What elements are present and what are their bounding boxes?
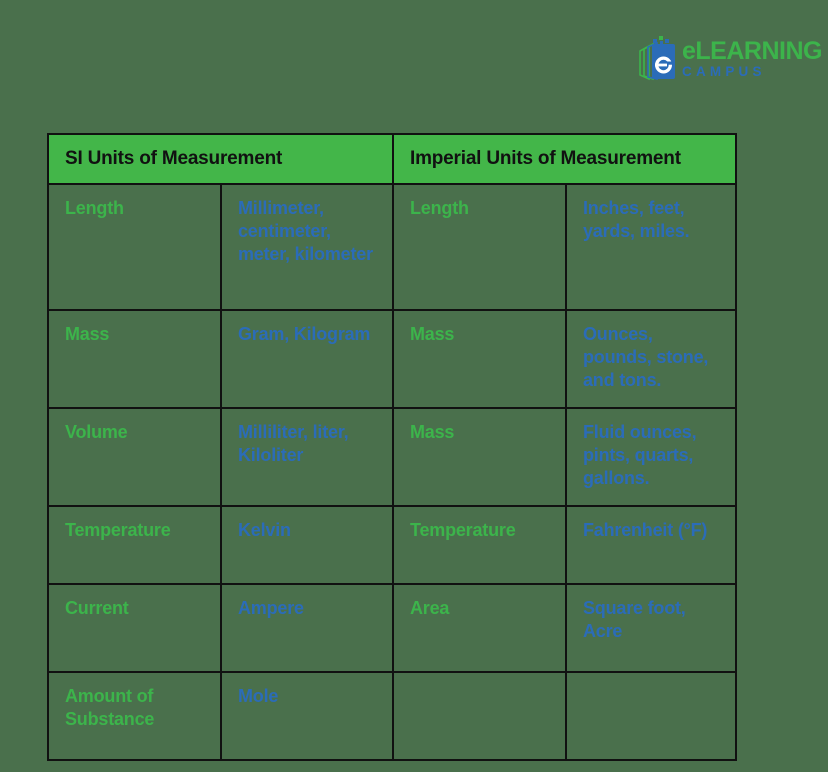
imperial-units-cell: Inches, feet, yards, miles. (564, 183, 738, 311)
imperial-quantity-cell: Area (392, 583, 567, 673)
imperial-quantity-cell: Mass (392, 407, 567, 507)
si-quantity-cell: Mass (47, 309, 222, 409)
imperial-units-cell: Fahrenheit (°F) (564, 505, 738, 585)
table-row: Length Millimeter, centimeter, meter, ki… (47, 183, 738, 311)
imperial-quantity-cell (392, 671, 567, 761)
logo-line-learning: eLEARNING (682, 36, 822, 65)
logo-line-campus: CAMPUS (682, 63, 766, 79)
units-of-measurement-table: SI Units of Measurement Imperial Units o… (47, 133, 738, 761)
imperial-units-cell: Fluid ounces, pints, quarts, gallons. (564, 407, 738, 507)
si-quantity-cell: Current (47, 583, 222, 673)
header-imperial-units: Imperial Units of Measurement (391, 133, 738, 185)
table-row: Mass Gram, Kilogram Mass Ounces, pounds,… (47, 309, 738, 409)
si-units-cell: Millimeter, centimeter, meter, kilometer (220, 183, 394, 311)
si-units-cell: Ampere (220, 583, 394, 673)
table-row: Current Ampere Area Square foot, Acre (47, 583, 738, 673)
imperial-quantity-cell: Temperature (392, 505, 567, 585)
table-row: Amount of Substance Mole (47, 671, 738, 761)
imperial-units-cell (564, 671, 738, 761)
imperial-quantity-cell: Length (392, 183, 567, 311)
si-units-cell: Milliliter, liter, Kiloliter (220, 407, 394, 507)
imperial-quantity-cell: Mass (392, 309, 567, 409)
logo-wordmark: eLEARNING CAMPUS (682, 36, 822, 79)
si-units-cell: Mole (220, 671, 394, 761)
si-quantity-cell: Temperature (47, 505, 222, 585)
elearning-campus-logo: eLEARNING CAMPUS (636, 33, 822, 85)
si-quantity-cell: Length (47, 183, 222, 311)
elearning-book-icon (636, 35, 680, 83)
imperial-units-cell: Ounces, pounds, stone, and tons. (564, 309, 738, 409)
si-units-cell: Kelvin (220, 505, 394, 585)
table-row: Temperature Kelvin Temperature Fahrenhei… (47, 505, 738, 585)
si-quantity-cell: Volume (47, 407, 222, 507)
si-quantity-cell: Amount of Substance (47, 671, 222, 761)
imperial-units-cell: Square foot, Acre (564, 583, 738, 673)
table-body: Length Millimeter, centimeter, meter, ki… (47, 183, 738, 761)
table-row: Volume Milliliter, liter, Kiloliter Mass… (47, 407, 738, 507)
si-units-cell: Gram, Kilogram (220, 309, 394, 409)
header-si-units: SI Units of Measurement (47, 133, 394, 185)
table-header-row: SI Units of Measurement Imperial Units o… (47, 133, 738, 185)
